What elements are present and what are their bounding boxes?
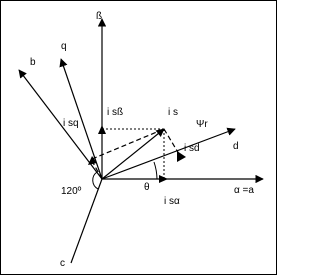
d-label: d — [233, 141, 239, 152]
angle-120-arc — [92, 171, 99, 190]
theta-arc — [153, 161, 158, 180]
vector-diagram-frame: ß b q i sß i s Ψr i sq d i sd 120º θ α =… — [0, 0, 277, 275]
alpha-a-label: α =a — [234, 185, 254, 196]
isb-arrow-marker — [98, 125, 106, 134]
isalpha-label: i sα — [164, 196, 180, 207]
isd-dash — [163, 128, 183, 160]
c-label: c — [60, 258, 65, 269]
b-axis — [18, 69, 103, 180]
q-label: q — [61, 41, 67, 52]
isalpha-arrow-marker — [159, 175, 168, 183]
isq-label: i sq — [63, 118, 79, 129]
isq-arrow-marker — [88, 156, 97, 165]
isq-dash-to-is — [91, 128, 165, 160]
b-label: b — [30, 57, 36, 68]
angle-120-label: 120º — [61, 186, 82, 197]
theta-label: θ — [144, 182, 150, 193]
isb-label: i sß — [107, 107, 123, 118]
isd-label: i sd — [184, 143, 200, 154]
beta-label: ß — [96, 11, 102, 22]
psir-label: Ψr — [196, 119, 208, 130]
is-label: i s — [168, 107, 178, 118]
q-axis — [59, 58, 103, 180]
isq-component — [91, 160, 103, 180]
d-axis — [101, 127, 236, 180]
c-axis — [70, 178, 103, 264]
is-vector — [101, 128, 165, 180]
vector-diagram: ß b q i sß i s Ψr i sq d i sd 120º θ α =… — [18, 11, 264, 269]
isd-arrow-marker — [177, 151, 186, 162]
